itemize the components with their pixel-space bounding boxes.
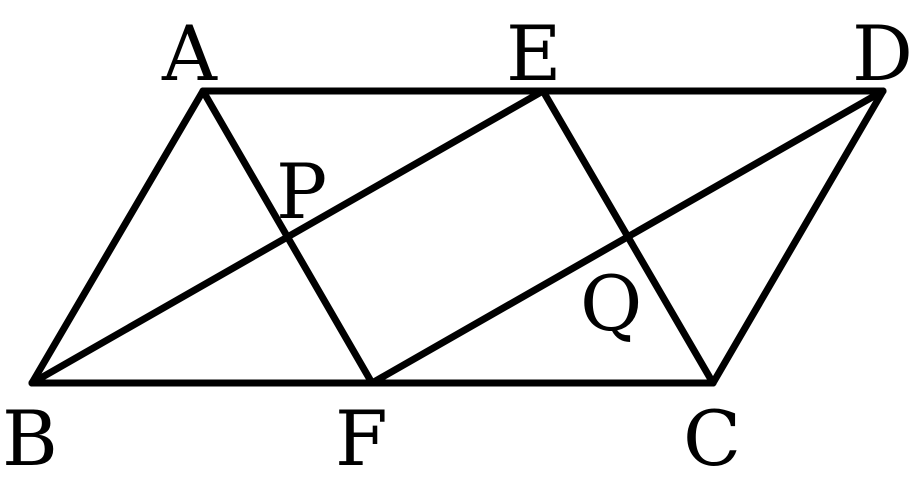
label-P: P	[276, 147, 327, 236]
segment-DC	[709, 87, 887, 387]
label-E: E	[506, 9, 561, 98]
labels-group: A E D P Q B F C	[2, 9, 913, 483]
label-B: B	[2, 394, 58, 483]
segment-FD	[368, 87, 887, 387]
segment-BE	[28, 87, 547, 387]
label-C: C	[683, 394, 741, 483]
label-F: F	[335, 394, 388, 483]
label-Q: Q	[580, 259, 642, 348]
label-D: D	[852, 9, 913, 98]
segment-AB	[28, 87, 207, 387]
segments-group	[28, 87, 887, 387]
label-A: A	[161, 9, 218, 98]
